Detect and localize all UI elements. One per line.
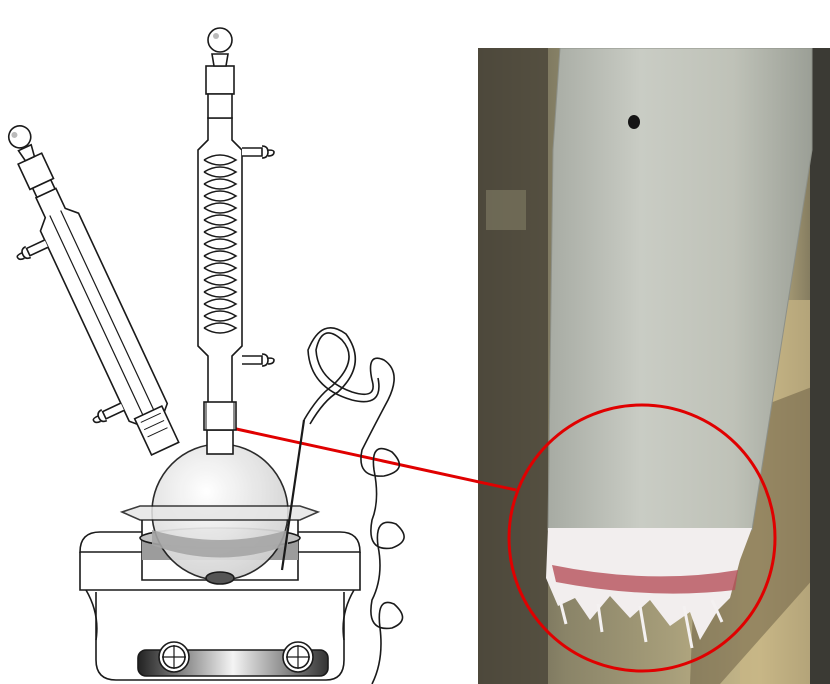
stir-bar — [206, 572, 234, 584]
stir-speed-knob[interactable] — [283, 642, 313, 672]
schematic-panel — [0, 28, 404, 684]
photo-panel — [478, 48, 830, 684]
stopper-knob — [208, 28, 232, 52]
temperature-knob[interactable] — [159, 642, 189, 672]
vertical-coil-condenser — [198, 28, 274, 430]
angled-liebig-condenser — [0, 118, 184, 471]
